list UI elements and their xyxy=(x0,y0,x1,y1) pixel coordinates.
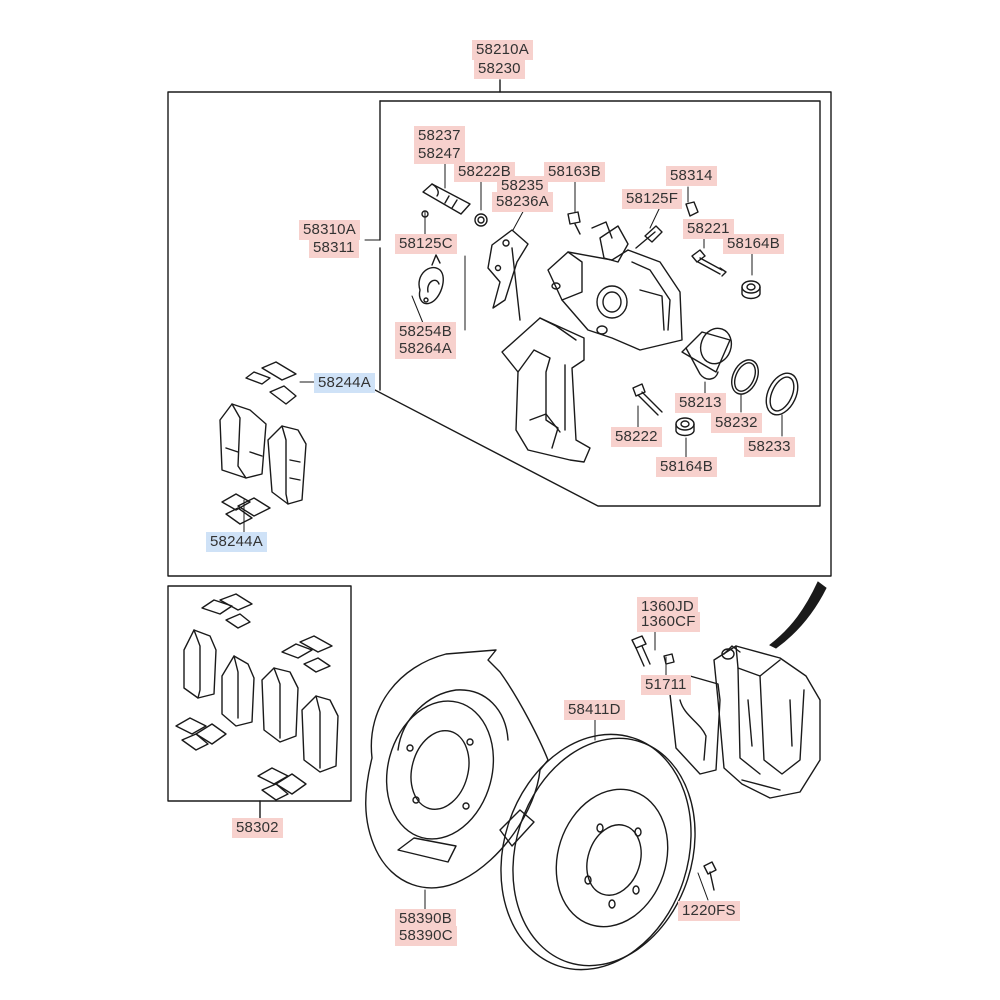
part-label-58164B-bottom[interactable]: 58164B xyxy=(656,457,717,477)
caliper-carrier-icon xyxy=(501,317,591,463)
disc-screw-icon xyxy=(703,861,717,891)
part-label-58125C[interactable]: 58125C xyxy=(395,234,457,254)
part-label-58390C[interactable]: 58390C xyxy=(395,926,457,946)
anti-rattle-spring-icon xyxy=(487,229,529,321)
part-label-1360CF[interactable]: 1360CF xyxy=(637,612,700,632)
brake-pad-set-icon xyxy=(175,593,339,801)
part-label-58230[interactable]: 58230 xyxy=(474,59,525,79)
part-label-58411D[interactable]: 58411D xyxy=(564,700,625,720)
part-label-58164B-top[interactable]: 58164B xyxy=(723,234,784,254)
part-label-58125F[interactable]: 58125F xyxy=(622,189,683,209)
dust-shield-icon xyxy=(365,649,549,889)
pad-clip-icon xyxy=(221,361,297,525)
part-label-58210A[interactable]: 58210A xyxy=(472,40,533,60)
part-label-58232[interactable]: 58232 xyxy=(711,413,762,433)
piston-icon xyxy=(681,327,733,380)
part-label-58244A-top[interactable]: 58244A xyxy=(314,373,375,393)
brake-pad-icon xyxy=(219,403,307,505)
caliper-assembly-icon xyxy=(669,645,821,799)
clip-icon xyxy=(418,254,444,305)
part-label-58235[interactable]: 58235 xyxy=(497,176,548,196)
part-label-58237[interactable]: 58237 xyxy=(414,126,465,146)
caliper-assembly-frame xyxy=(167,79,832,577)
part-label-58163B[interactable]: 58163B xyxy=(544,162,605,182)
part-label-58254B[interactable]: 58254B xyxy=(395,322,456,342)
brake-disc-icon xyxy=(500,733,696,971)
pad-set-frame xyxy=(167,585,352,819)
part-label-58314[interactable]: 58314 xyxy=(666,166,717,186)
part-label-58311[interactable]: 58311 xyxy=(309,238,359,258)
part-label-58302[interactable]: 58302 xyxy=(232,818,283,838)
part-label-58244A-bottom[interactable]: 58244A xyxy=(206,532,267,552)
part-label-51711[interactable]: 51711 xyxy=(641,675,691,695)
part-label-58390B[interactable]: 58390B xyxy=(395,909,456,929)
part-label-58233[interactable]: 58233 xyxy=(744,437,795,457)
part-label-58236A[interactable]: 58236A xyxy=(492,192,553,212)
part-label-1220FS[interactable]: 1220FS xyxy=(678,901,740,921)
seal-ring-icon xyxy=(731,359,799,416)
part-label-58221[interactable]: 58221 xyxy=(683,219,734,239)
part-label-58213[interactable]: 58213 xyxy=(675,393,726,413)
leader-lines xyxy=(243,161,783,911)
pointer-arrow-icon xyxy=(769,581,827,649)
part-label-58247[interactable]: 58247 xyxy=(414,144,465,164)
part-label-58310A[interactable]: 58310A xyxy=(299,220,360,240)
part-label-58222[interactable]: 58222 xyxy=(611,427,662,447)
caliper-housing-icon xyxy=(547,221,683,351)
part-label-58264A[interactable]: 58264A xyxy=(395,339,456,359)
bolt-icon xyxy=(567,201,727,416)
guide-pin-icon xyxy=(421,183,488,227)
bushing-icon xyxy=(675,280,761,437)
bleeder-bolt-icon xyxy=(631,635,675,667)
